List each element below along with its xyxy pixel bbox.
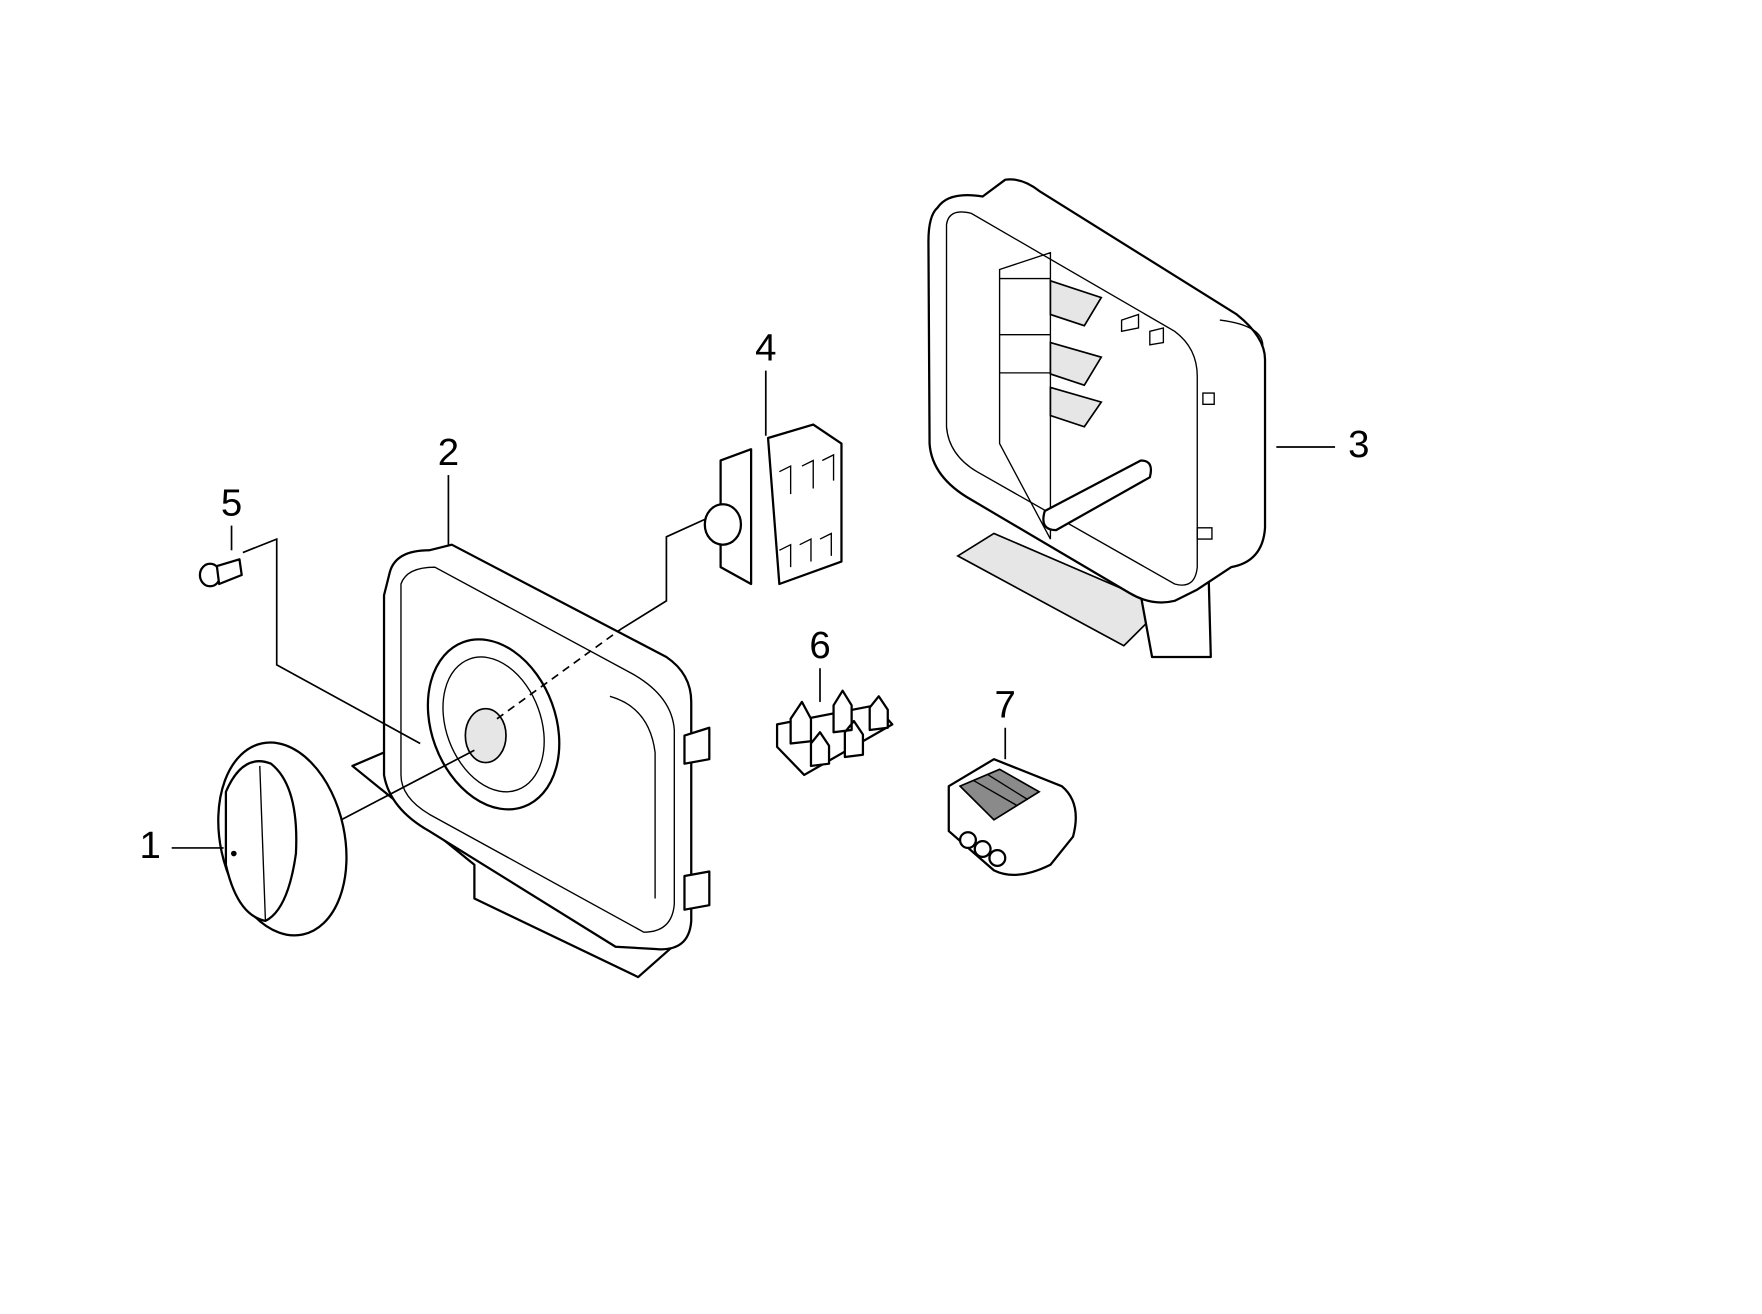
switch-shaft	[703, 503, 743, 546]
connector-levers	[958, 768, 1041, 821]
housing-edge	[1219, 319, 1264, 349]
bridge-tabs	[789, 689, 889, 768]
callout-5: 5	[221, 482, 242, 525]
housing-outer	[927, 178, 1267, 604]
assembly-line-screw	[242, 537, 421, 745]
knob-indicator-dot	[230, 850, 237, 857]
switch-terminals	[779, 453, 835, 568]
assembly-line-switch	[620, 518, 707, 630]
knob-pointer-ridge	[259, 765, 267, 921]
part-3-housing-box: 3	[927, 178, 1369, 659]
part-2-front-cover: 2	[351, 431, 711, 979]
housing-rod	[1042, 459, 1153, 532]
callout-7: 7	[995, 684, 1016, 727]
callout-3: 3	[1348, 423, 1369, 466]
knob-grip	[224, 760, 298, 923]
assembly-line-switch-hidden	[496, 628, 622, 720]
cover-face	[400, 566, 675, 933]
screw-shank	[215, 558, 243, 586]
part-1-knob: 1	[140, 741, 348, 937]
callout-4: 4	[755, 327, 776, 370]
part-4-rotary-switch: 4	[703, 327, 843, 586]
housing-rib-lines	[999, 277, 1051, 374]
connector-port-2	[973, 840, 992, 859]
cover-bevel	[609, 695, 656, 899]
part-7-lever-connector: 7	[947, 684, 1077, 876]
housing-inner-wall	[998, 251, 1052, 540]
housing-clips	[1120, 313, 1215, 540]
assembly-lines	[242, 518, 707, 821]
connector-lever-lines	[973, 774, 1029, 806]
cover-latches	[683, 726, 711, 911]
connector-port-1	[958, 831, 978, 850]
callout-1: 1	[140, 824, 161, 867]
housing-rim	[945, 211, 1198, 586]
switch-body	[766, 423, 843, 586]
part-6-terminal-bridge: 6	[775, 624, 894, 777]
cover-shaft-hole	[464, 707, 507, 764]
cover-recess-ring	[442, 656, 545, 793]
assembly-line-knob	[340, 749, 475, 821]
connector-port-3	[988, 849, 1007, 868]
housing-ribs	[1049, 279, 1103, 428]
callout-6: 6	[809, 624, 830, 667]
part-5-screw: 5	[198, 482, 243, 588]
callout-2: 2	[438, 431, 459, 474]
